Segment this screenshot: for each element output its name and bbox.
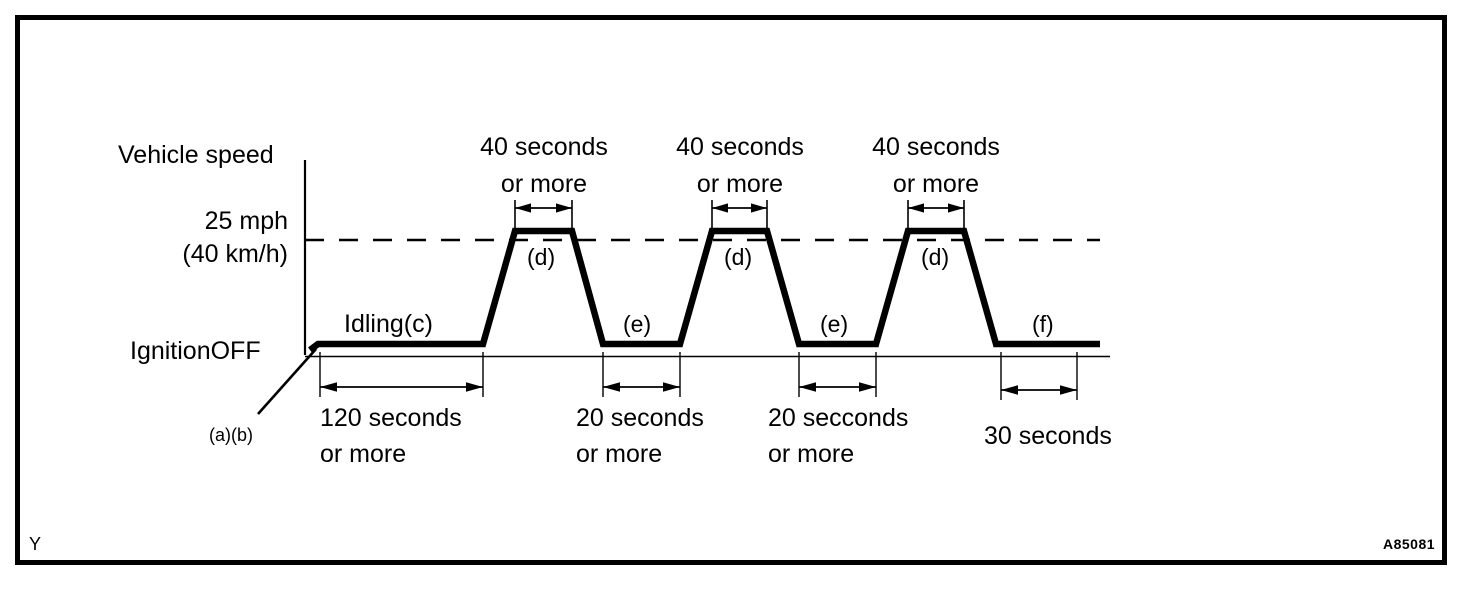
start-callout-leader-line bbox=[257, 348, 317, 415]
bottom-dimension-3-line1: 20 secconds bbox=[768, 404, 909, 432]
bottom-dimension-2-line1: 20 seconds bbox=[576, 404, 704, 432]
bottom-dimension-1-line2: or more bbox=[320, 440, 407, 468]
dim-arrow-bot-3-left bbox=[799, 382, 816, 392]
dim-arrow-top-2-left bbox=[712, 203, 728, 213]
bottom-dimension-2-line2: or more bbox=[576, 440, 663, 468]
dim-arrow-bot-4-right bbox=[1060, 385, 1077, 395]
top-dimension-1-line2: or more bbox=[500, 170, 588, 198]
figure-id-code: A85081 bbox=[1383, 536, 1436, 552]
step-label-trough-2: (e) bbox=[820, 311, 849, 337]
dim-arrow-bot-2-right bbox=[663, 382, 680, 392]
dim-arrow-top-3-left bbox=[908, 203, 924, 213]
dim-arrow-bot-2-left bbox=[603, 382, 620, 392]
step-label-cruise-3: (d) bbox=[921, 244, 950, 270]
dim-arrow-bot-4-left bbox=[1001, 385, 1018, 395]
step-label-final: (f) bbox=[1032, 311, 1054, 337]
top-dimension-2-line2: or more bbox=[696, 170, 784, 198]
corner-mark: Y bbox=[29, 534, 42, 554]
bottom-dimension-4-line1: 30 seconds bbox=[984, 422, 1112, 450]
figure-border bbox=[15, 15, 1447, 565]
bottom-dimension-3-line2: or more bbox=[768, 440, 855, 468]
origin-label-ignition-off: IgnitionOFF bbox=[130, 337, 261, 365]
dim-arrow-bot-1-left bbox=[320, 382, 337, 392]
top-dimension-3-line1: 40 seconds bbox=[872, 133, 1000, 161]
top-dimension-1-line1: 40 seconds bbox=[480, 133, 608, 161]
dim-arrow-top-3-right bbox=[948, 203, 964, 213]
y-axis-title: Vehicle speed bbox=[118, 141, 274, 169]
bottom-dimension-1-line1: 120 seconds bbox=[320, 404, 462, 432]
speed-threshold-label-imperial: 25 mph bbox=[204, 207, 288, 235]
dim-arrow-bot-3-right bbox=[859, 382, 876, 392]
top-dimension-3-line2: or more bbox=[892, 170, 980, 198]
dim-arrow-top-1-left bbox=[515, 203, 531, 213]
step-label-idling: Idling(c) bbox=[344, 310, 433, 338]
dim-arrow-top-2-right bbox=[751, 203, 767, 213]
dim-arrow-bot-1-right bbox=[466, 382, 483, 392]
step-label-cruise-2: (d) bbox=[724, 244, 753, 270]
speed-threshold-label-metric: (40 km/h) bbox=[182, 240, 288, 268]
top-dimension-2-line1: 40 seconds bbox=[676, 133, 804, 161]
dim-arrow-top-1-right bbox=[556, 203, 572, 213]
start-callout-label: (a)(b) bbox=[209, 425, 253, 445]
step-label-cruise-1: (d) bbox=[527, 244, 556, 270]
step-label-trough-1: (e) bbox=[623, 311, 652, 337]
